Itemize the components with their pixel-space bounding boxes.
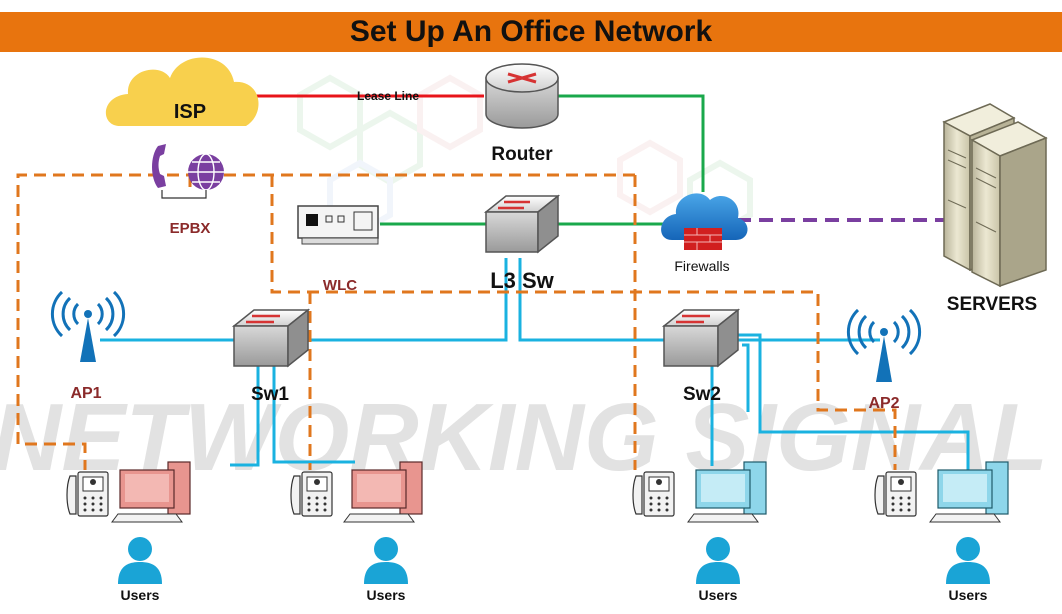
ap2-antenna-icon (846, 308, 922, 382)
servers-icon (942, 103, 1048, 288)
lease-line-label: Lease Line (357, 89, 419, 103)
sw2-switch-icon (661, 308, 741, 368)
page-title: Set Up An Office Network (349, 15, 713, 48)
ap1-label: AP1 (70, 385, 101, 402)
pc-workstation-icon (687, 461, 767, 523)
epbx-globe-icon (188, 153, 224, 191)
sw1-switch-icon (231, 308, 311, 368)
ip-phone-icon (290, 471, 333, 517)
isp-cloud: ISP (105, 57, 259, 126)
epbx-label: EPBX (170, 220, 211, 237)
user-icon (364, 537, 408, 584)
user-icon (696, 537, 740, 584)
pc-workstation-icon (929, 461, 1009, 523)
wlc-device-icon (297, 205, 379, 245)
user-icon (946, 537, 990, 584)
wlc-label: WLC (323, 277, 357, 294)
firewall-icon (661, 193, 748, 250)
pc-workstation-icon (111, 461, 191, 523)
ap2-label: AP2 (868, 395, 899, 412)
router-label: Router (491, 144, 553, 165)
l3-switch-label: L3 Sw (490, 268, 554, 293)
users-label: Users (949, 587, 988, 603)
ip-phone-icon (632, 471, 675, 517)
users-label: Users (699, 587, 738, 603)
isp-label: ISP (174, 101, 206, 123)
l3-switch-icon (483, 194, 561, 254)
sw2-label: Sw2 (683, 384, 721, 405)
firewalls-label: Firewalls (674, 258, 729, 274)
lan-links (100, 258, 970, 490)
users-label: Users (367, 587, 406, 603)
ip-phone-icon (66, 471, 109, 517)
pc-workstation-icon (343, 461, 423, 523)
servers-label: SERVERS (947, 294, 1037, 315)
epbx-phone-icon (152, 144, 166, 188)
ap1-antenna-icon (50, 290, 126, 362)
user-icon (118, 537, 162, 584)
router-icon (485, 63, 559, 129)
green-uplinks (380, 94, 705, 226)
ip-phone-icon (874, 471, 917, 517)
users-label: Users (121, 587, 160, 603)
title-banner (0, 12, 1062, 52)
sw1-label: Sw1 (251, 384, 289, 405)
